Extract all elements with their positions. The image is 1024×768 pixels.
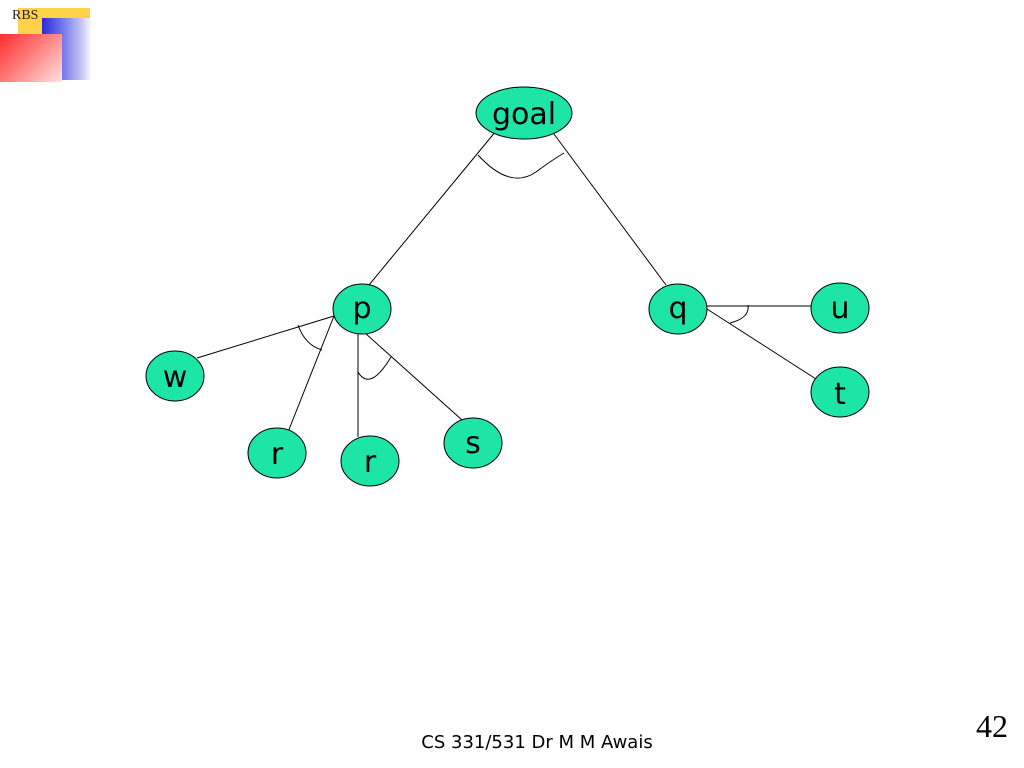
- and-arc-p-right: [357, 356, 392, 380]
- logo-text: RBS: [12, 8, 39, 23]
- node-u-label: u: [830, 291, 849, 326]
- edge-q-t: [706, 308, 817, 380]
- node-goal: goal: [475, 86, 573, 140]
- tree-nodes: goal p q w r r s u: [145, 86, 870, 487]
- node-u: u: [810, 282, 870, 334]
- node-t: t: [810, 366, 870, 418]
- node-w-label: w: [163, 360, 188, 395]
- edge-p-w: [196, 315, 335, 359]
- node-s: s: [443, 417, 503, 469]
- node-w: w: [145, 350, 205, 402]
- logo-red-square: [0, 34, 62, 82]
- node-p-label: p: [352, 291, 371, 326]
- slide-number: 42: [976, 708, 1008, 744]
- node-r-2-label: r: [364, 445, 377, 480]
- node-q-label: q: [668, 291, 687, 326]
- node-r-1-label: r: [271, 437, 284, 472]
- and-arc-p-left: [297, 324, 323, 351]
- node-r-1: r: [247, 427, 307, 479]
- tree-edges: [196, 129, 817, 437]
- node-q: q: [648, 283, 708, 335]
- node-p: p: [332, 283, 392, 335]
- node-goal-label: goal: [492, 97, 556, 132]
- rbs-logo: RBS: [0, 0, 100, 82]
- node-t-label: t: [834, 377, 846, 412]
- and-arcs: [297, 152, 749, 380]
- node-s-label: s: [465, 426, 481, 461]
- node-r-2: r: [340, 435, 400, 487]
- and-arc-q: [729, 304, 749, 324]
- and-arc-goal: [477, 152, 565, 179]
- edge-goal-p: [368, 130, 497, 286]
- slide-footer: CS 331/531 Dr M M Awais: [421, 732, 653, 753]
- edge-p-s: [364, 332, 463, 421]
- edge-goal-q: [550, 129, 667, 286]
- logo-yellow-bar: [66, 8, 90, 18]
- edge-p-r1: [287, 315, 335, 433]
